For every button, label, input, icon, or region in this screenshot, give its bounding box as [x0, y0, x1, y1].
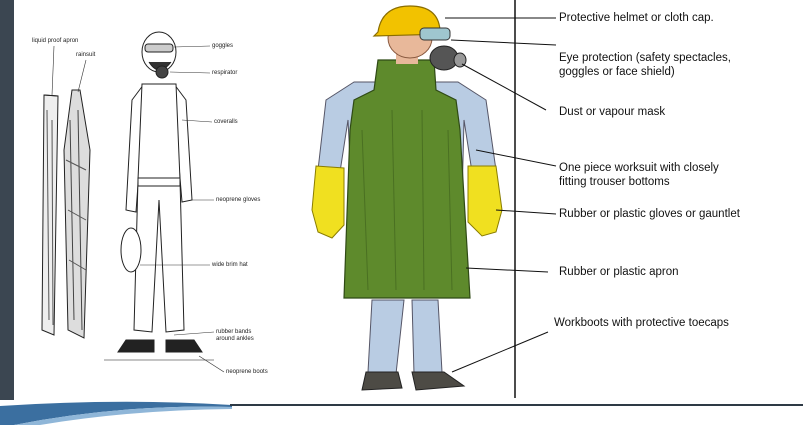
right-diagram-panel: Protective helmet or cloth cap. Eye prot… [292, 0, 803, 400]
label-workboots: Workboots with protective toecaps [554, 316, 729, 330]
label-gloves: Rubber or plastic gloves or gauntlet [559, 207, 740, 221]
label-goggles: goggles [212, 43, 233, 49]
label-respirator: respirator [212, 70, 237, 76]
label-rubber-bands-line1: rubber bands [216, 329, 251, 335]
label-rubber-bands-line2: around ankles [216, 336, 254, 342]
person-drawing [104, 32, 214, 360]
label-helmet: Protective helmet or cloth cap. [559, 11, 714, 25]
slide-bottom-rule [230, 404, 803, 406]
label-coveralls: coveralls [214, 119, 238, 125]
label-rainsuit: rainsuit [76, 52, 95, 58]
label-worksuit-line2: fitting trouser bottoms [559, 175, 670, 189]
slide-swoosh-decoration [0, 392, 240, 425]
label-neoprene-boots: neoprene boots [226, 369, 268, 375]
label-liquid-proof-apron: liquid proof apron [32, 38, 78, 44]
label-eye-protection-line2: goggles or face shield) [559, 65, 675, 79]
rainsuit-drawing [64, 90, 90, 338]
label-neoprene-gloves: neoprene gloves [216, 197, 260, 203]
label-wide-brim-hat: wide brim hat [212, 262, 248, 268]
label-apron: Rubber or plastic apron [559, 265, 679, 279]
slide-left-bar [0, 0, 14, 425]
left-diagram-panel: liquid proof apron rainsuit goggles resp… [14, 0, 292, 400]
label-eye-protection-line1: Eye protection (safety spectacles, [559, 51, 731, 65]
label-worksuit-line1: One piece worksuit with closely [559, 161, 719, 175]
liquid-proof-apron-drawing [42, 95, 58, 335]
label-mask: Dust or vapour mask [559, 105, 665, 119]
